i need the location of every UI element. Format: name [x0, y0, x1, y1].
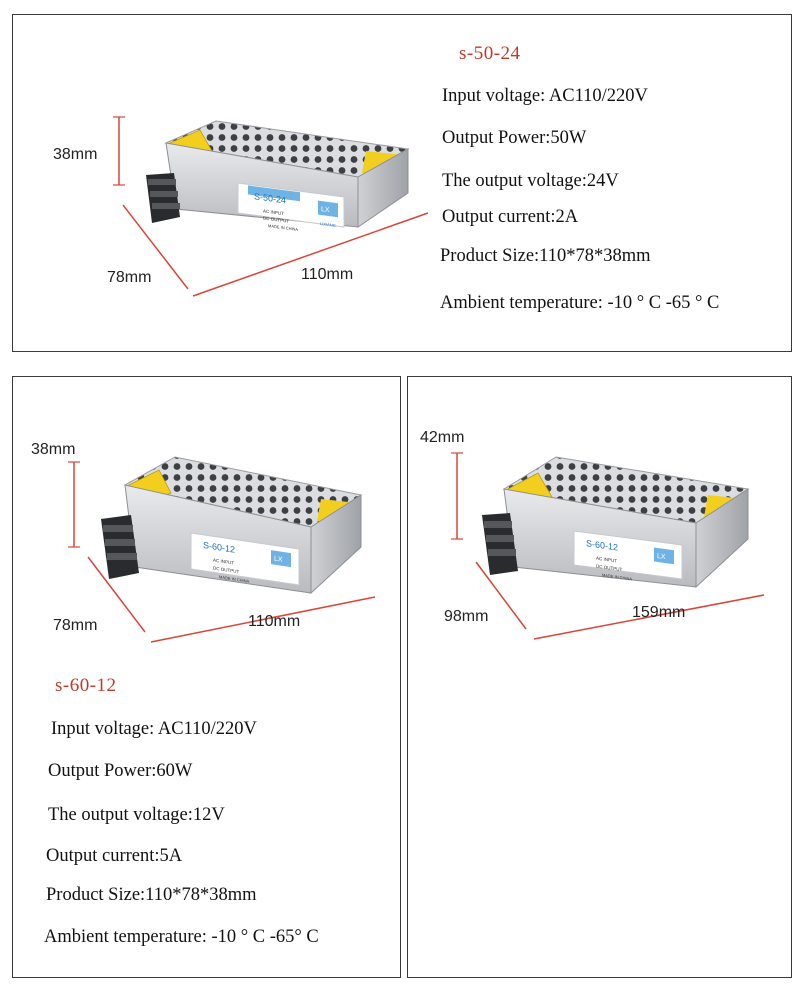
spec-output-voltage: The output voltage:24V — [442, 171, 619, 191]
spec-output-voltage: The output voltage:12V — [48, 805, 225, 825]
dc-output-text: DC OUTPUT — [596, 564, 622, 573]
depth-dimension: 78mm — [107, 269, 152, 286]
made-in-text: MADE IN CHINA — [219, 574, 249, 584]
model-title: s-50-24 — [459, 43, 521, 64]
spec-output-current: Output current:2A — [442, 207, 579, 227]
depth-dimension: 78mm — [53, 617, 98, 634]
device-model-label: S-50-24 — [254, 191, 286, 205]
depth-dimension: 98mm — [444, 608, 489, 625]
height-dimension: 38mm — [53, 146, 98, 163]
brand-logo: LX — [657, 553, 666, 561]
product-panel-large: S-60-12 AC INPUT DC OUTPUT MADE IN CHINA… — [407, 376, 792, 978]
product-panel-s-60-12: S-60-12 AC INPUT DC OUTPUT MADE IN CHINA… — [12, 376, 401, 978]
spec-output-power: Output Power:60W — [48, 761, 193, 781]
made-in-text: MADE IN CHINA — [268, 223, 298, 232]
made-in-text: MADE IN CHINA — [602, 572, 632, 581]
spec-product-size: Product Size:110*78*38mm — [440, 246, 651, 266]
ac-input-text: AC INPUT — [263, 208, 284, 216]
height-dimension: 38mm — [31, 441, 76, 458]
spec-ambient-temperature: Ambient temperature: -10 ° C -65° C — [44, 927, 319, 947]
device-model-label: S-60-12 — [586, 538, 618, 552]
product-panel-s-50-24: S-50-24 AC INPUT DC OUTPUT MADE IN CHINA… — [12, 14, 792, 352]
power-supply-image: S-60-12 AC INPUT DC OUTPUT MADE IN CHINA… — [68, 456, 376, 643]
power-supply-image: S-50-24 AC INPUT DC OUTPUT MADE IN CHINA… — [113, 116, 429, 297]
spec-ambient-temperature: Ambient temperature: -10 ° C -65 ° C — [440, 293, 720, 313]
brand-logo: LX — [274, 556, 283, 564]
width-dimension: 159mm — [632, 604, 686, 621]
height-dimension: 42mm — [420, 429, 465, 446]
spec-product-size: Product Size:110*78*38mm — [46, 885, 257, 905]
device-model-label: S-60-12 — [203, 540, 235, 555]
ac-input-text: AC INPUT — [596, 556, 617, 564]
spec-input-voltage: Input voltage: AC110/220V — [51, 719, 257, 739]
width-dimension: 110mm — [248, 613, 301, 630]
brand-logo: LX — [321, 206, 330, 214]
brand-name: LIXIANG — [320, 221, 336, 228]
model-title: s-60-12 — [55, 675, 117, 696]
spec-output-power: Output Power:50W — [442, 128, 587, 148]
dc-output-text: DC OUTPUT — [213, 565, 239, 574]
spec-output-current: Output current:5A — [46, 846, 183, 866]
power-supply-image: S-60-12 AC INPUT DC OUTPUT MADE IN CHINA… — [451, 452, 765, 640]
spec-input-voltage: Input voltage: AC110/220V — [442, 86, 648, 106]
ac-input-text: AC INPUT — [213, 557, 234, 565]
width-dimension: 110mm — [301, 266, 354, 283]
dc-output-text: DC OUTPUT — [263, 215, 289, 223]
